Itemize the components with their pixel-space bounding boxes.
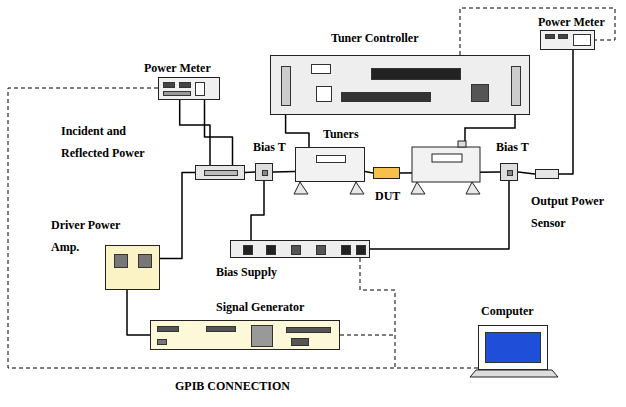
panel-detail (157, 339, 167, 345)
instrument-label: Power Meter (144, 57, 211, 79)
panel-detail (471, 84, 489, 102)
panel-detail (138, 254, 152, 268)
instrument-box: Bias T (255, 163, 273, 181)
gpib-line (8, 88, 478, 368)
panel-detail (262, 170, 268, 176)
instrument-label: Driver Power Amp. (51, 214, 141, 258)
tuner-body (412, 147, 480, 182)
second-tuner (412, 141, 480, 182)
panel-detail (195, 82, 205, 96)
cable (180, 100, 210, 165)
panel-detail (243, 245, 253, 255)
panel-detail (545, 34, 555, 39)
panel-detail (163, 91, 191, 96)
bus-label: GPIB CONNECTION (175, 379, 290, 394)
cable (160, 173, 195, 259)
tuner-leg (466, 182, 480, 194)
tuner-leg (350, 182, 364, 194)
panel-detail (356, 245, 366, 255)
panel-detail (114, 254, 128, 268)
panel-detail (341, 92, 431, 102)
instrument-label: Power Meter (538, 11, 605, 33)
instrument-box: Tuner Controller (270, 55, 530, 115)
instrument-box: Driver Power Amp. (105, 245, 160, 290)
instrument-label: Output Power Sensor (531, 190, 626, 234)
cable (273, 171, 295, 173)
panel-detail (179, 82, 191, 88)
instrument-label: Bias Supply (216, 261, 277, 283)
panel-detail (291, 338, 309, 346)
panel-detail (573, 34, 591, 46)
cable (286, 115, 309, 147)
instrument-box: Tuners (295, 147, 365, 182)
panel-detail (316, 245, 326, 255)
panel-detail (485, 332, 541, 363)
laptop-base (470, 370, 558, 377)
panel-detail (341, 245, 351, 255)
cable (251, 181, 264, 240)
panel-detail (286, 327, 331, 333)
instrument-box: Computer (478, 325, 548, 370)
panel-detail (291, 245, 301, 255)
instrument-box: DUT (373, 167, 400, 179)
instrument-label: Bias T (253, 136, 286, 158)
panel-detail (511, 66, 521, 106)
tuner-port (458, 141, 466, 147)
instrument-box: Output Power Sensor (535, 169, 559, 179)
panel-detail (316, 86, 332, 102)
cable (518, 172, 535, 174)
instrument-box: Power Meter (158, 77, 220, 100)
panel-detail (507, 170, 513, 176)
panel-detail (281, 66, 291, 106)
instrument-label: Bias T (496, 136, 529, 158)
panel-detail (204, 170, 238, 176)
panel-detail (251, 325, 273, 347)
tuner-leg (294, 182, 308, 194)
instrument-label: Computer (481, 300, 534, 322)
instrument-box: Bias Supply (230, 240, 370, 258)
gpib-line (460, 8, 615, 55)
instrument-label: Signal Generator (216, 296, 304, 318)
instrument-box: Bias T (500, 163, 518, 181)
gpib-bus (8, 8, 615, 368)
gpib-line (360, 258, 395, 368)
cable (205, 100, 233, 165)
instrument-box: Incident and Reflected Power (195, 165, 245, 180)
panel-detail (266, 245, 276, 255)
cable (365, 172, 373, 174)
instrument-label: Tuner Controller (331, 27, 418, 49)
cable (370, 181, 509, 249)
cable (559, 50, 573, 174)
panel-detail (558, 34, 568, 39)
panel-detail (163, 82, 175, 88)
cable (245, 171, 255, 173)
panel-detail (316, 155, 346, 163)
panel-detail (157, 326, 179, 332)
cable (127, 290, 150, 335)
instrument-box: Power Meter (540, 30, 595, 50)
tuner-display (432, 154, 462, 162)
panel-detail (206, 326, 236, 332)
instrument-label: Tuners (323, 123, 359, 145)
gpib-line (340, 335, 395, 336)
panel-detail (311, 64, 331, 74)
instrument-box: Signal Generator (150, 320, 340, 350)
instrument-label: DUT (375, 185, 400, 207)
panel-detail (371, 68, 461, 80)
tuner-leg (411, 182, 425, 194)
instrument-label: Incident and Reflected Power (61, 120, 173, 164)
